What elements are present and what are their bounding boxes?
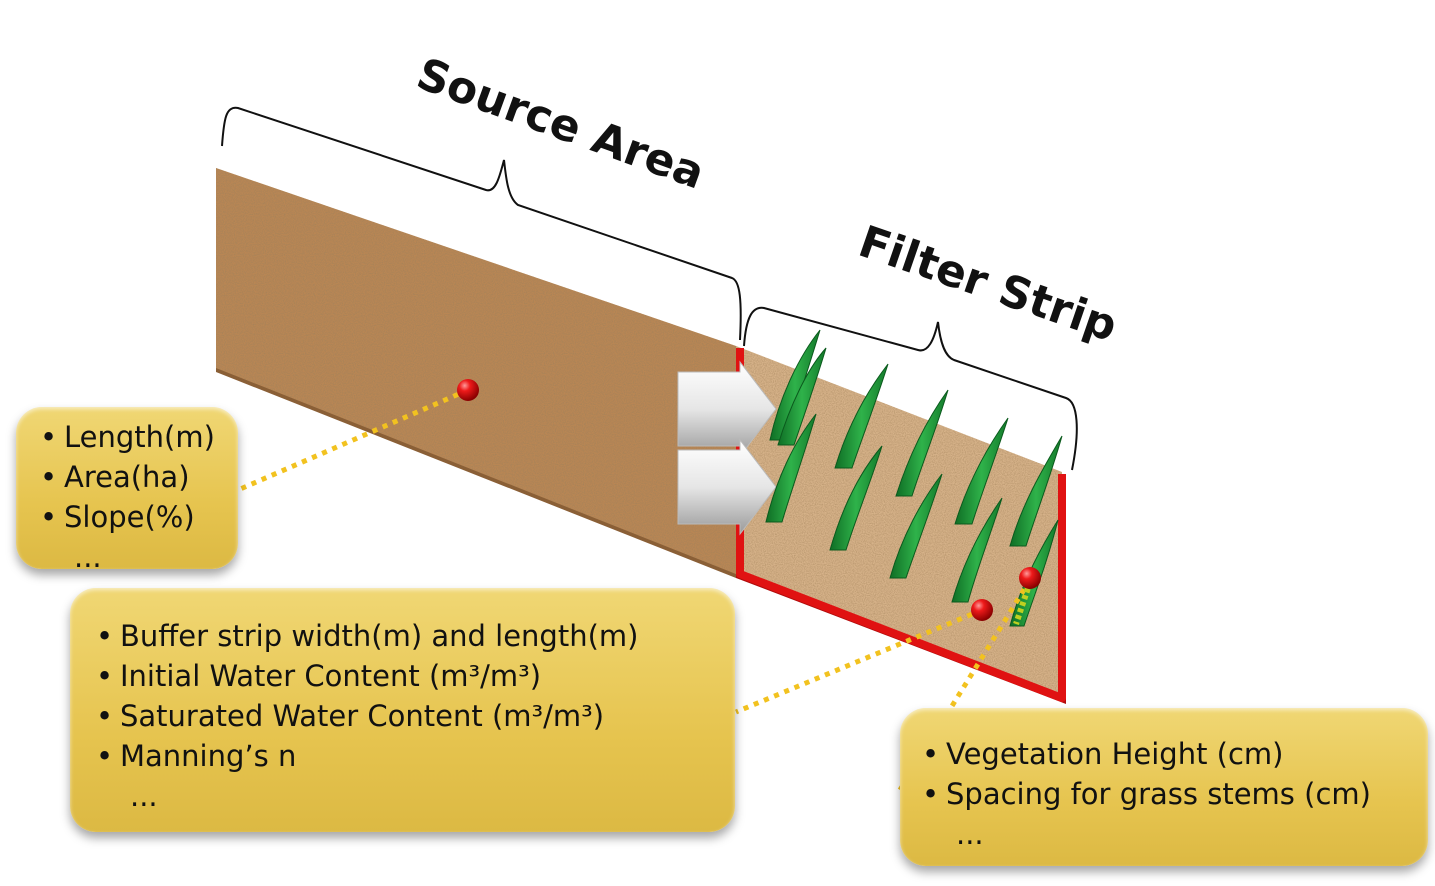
runoff-arrow-lower — [677, 438, 777, 536]
filter-strip-callout: •Buffer strip width(m) and length(m) •In… — [70, 588, 735, 832]
source-area-callout: •Length(m) •Area(ha) •Slope(%) ... — [16, 407, 238, 574]
source-area-slab — [216, 168, 736, 578]
list-item: •Spacing for grass stems (cm) — [922, 777, 1371, 811]
source-slope-label: Slope(%) — [64, 500, 195, 534]
leader-lines — [237, 387, 1033, 792]
vegetation-callout: •Vegetation Height (cm) •Spacing for gra… — [900, 708, 1428, 866]
filter-strip-brace — [743, 306, 1078, 471]
source-marker — [457, 379, 479, 401]
list-item: •Length(m) — [40, 420, 215, 454]
list-item: •Slope(%) — [40, 500, 195, 534]
vegetation-leader-line — [897, 578, 1033, 792]
list-item: •Initial Water Content (m³/m³) — [96, 659, 542, 693]
filter-leader-line — [735, 607, 983, 715]
filter-more-ellipsis: ... — [130, 779, 158, 813]
grass-stems — [765, 329, 1063, 627]
grass-stem-highlight — [1013, 581, 1033, 625]
source-length-label: Length(m) — [64, 420, 215, 454]
source-more-ellipsis: ... — [74, 540, 102, 574]
list-item: •Saturated Water Content (m³/m³) — [96, 699, 605, 733]
source-area-param: Area(ha) — [64, 460, 190, 494]
saturated-water-content-label: Saturated Water Content (m³/m³) — [120, 699, 605, 733]
list-item: •Vegetation Height (cm) — [922, 737, 1284, 771]
list-item: •Area(ha) — [40, 460, 190, 494]
source-area-brace — [221, 106, 742, 341]
filter-strip-label: Filter Strip — [852, 216, 1123, 352]
vegetation-height-label: Vegetation Height (cm) — [946, 737, 1284, 771]
filter-marker — [971, 599, 993, 621]
list-item: •Buffer strip width(m) and length(m) — [96, 619, 639, 653]
buffer-dimensions-label: Buffer strip width(m) and length(m) — [120, 619, 639, 653]
source-area-label: Source Area — [410, 48, 711, 199]
runoff-arrow-upper — [677, 360, 777, 458]
list-item: •Manning’s n — [96, 739, 297, 773]
vegetation-marker — [1019, 567, 1041, 589]
initial-water-content-label: Initial Water Content (m³/m³) — [120, 659, 542, 693]
mannings-n-label: Manning’s n — [120, 739, 297, 773]
grass-spacing-label: Spacing for grass stems (cm) — [946, 777, 1371, 811]
vegetation-more-ellipsis: ... — [956, 817, 984, 851]
source-leader-line — [237, 387, 469, 493]
